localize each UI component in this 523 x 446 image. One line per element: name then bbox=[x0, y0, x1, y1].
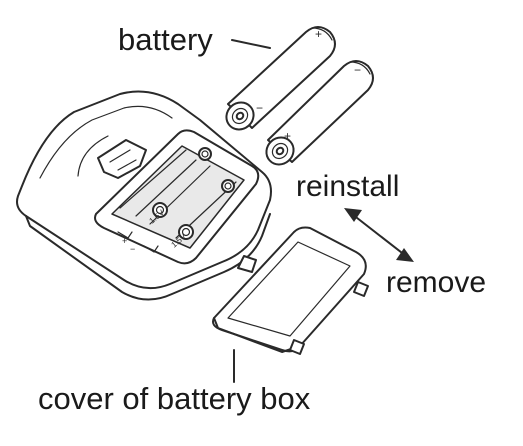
compartment-inner-walls bbox=[119, 149, 237, 239]
battery-left-plus-mark: + bbox=[315, 27, 322, 41]
direction-arrow bbox=[344, 208, 414, 262]
cover-side-hook-top bbox=[353, 281, 369, 297]
arrow-head-reinstall bbox=[344, 208, 362, 222]
device-side-edge bbox=[25, 213, 271, 301]
cover-of-battery-box-label: cover of battery box bbox=[38, 381, 311, 416]
battery-terminal-springs bbox=[152, 147, 235, 240]
svg-text:+: + bbox=[122, 236, 127, 246]
battery-right-plus-mark: + bbox=[284, 129, 291, 143]
compartment-lower-tabs bbox=[117, 231, 159, 253]
device-top-ridge bbox=[39, 105, 173, 179]
battery-left-minus-mark: − bbox=[256, 101, 263, 115]
arrow-head-remove bbox=[396, 248, 414, 262]
remove-label: remove bbox=[386, 266, 487, 299]
cover-side-hook-bottom bbox=[289, 339, 305, 355]
cover-inner-panel bbox=[227, 241, 351, 337]
device-body: 1.5V 1.5V + − bbox=[16, 90, 272, 301]
battery-right bbox=[265, 60, 374, 166]
battery-right-minus-mark: − bbox=[354, 63, 361, 77]
device-latch-detail bbox=[109, 149, 137, 171]
cover-latch-tab bbox=[237, 255, 257, 273]
reinstall-label: reinstall bbox=[296, 170, 400, 203]
battery-polarity-marks: + − − + bbox=[256, 27, 361, 143]
battery-left bbox=[225, 26, 336, 131]
device-face-curve bbox=[77, 135, 109, 177]
device-latch-clip bbox=[97, 139, 147, 179]
battery-leader-line bbox=[231, 39, 271, 49]
svg-text:−: − bbox=[130, 244, 135, 254]
battery-label: battery bbox=[118, 22, 213, 57]
battery-cover bbox=[212, 226, 369, 355]
